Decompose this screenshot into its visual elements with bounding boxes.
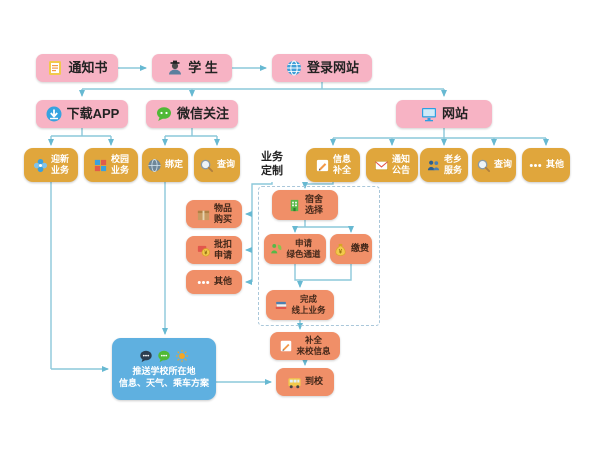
green-person-icon — [269, 242, 283, 256]
node-notification: 通知书 — [36, 54, 118, 82]
node-download-app: 下载APP — [36, 100, 128, 128]
node-label: 查询 — [493, 159, 512, 170]
node-label: 完成 线上业务 — [291, 294, 326, 315]
node-label: 到校 — [304, 376, 323, 387]
node-login-website: 登录网站 — [272, 54, 372, 82]
payment-icon: ¥ — [196, 243, 211, 258]
monitor-icon — [420, 105, 438, 123]
pencil-icon — [279, 339, 293, 353]
download-app-icon — [45, 105, 63, 123]
node-label: 查询 — [216, 159, 235, 170]
chat-dark-icon — [139, 349, 153, 363]
bus-icon — [287, 375, 302, 390]
node-query-website: 查询 — [472, 148, 516, 182]
svg-text:¥: ¥ — [339, 248, 343, 255]
dots-icon — [528, 158, 543, 173]
node-complete-online: 完成 线上业务 — [266, 290, 334, 320]
business-customization-region — [258, 186, 380, 326]
node-hometown-service: 老乡 服务 — [420, 148, 468, 182]
node-label: 信息 补全 — [332, 153, 351, 175]
wechat-icon — [155, 105, 173, 123]
push-info-icons — [139, 349, 189, 363]
node-purchase-items: 物品 购买 — [186, 200, 242, 228]
node-label: 批扣 申请 — [213, 238, 232, 260]
node-label: 其他 — [545, 159, 564, 170]
node-label: 微信关注 — [176, 105, 229, 121]
node-wechat-follow: 微信关注 — [146, 100, 238, 128]
node-label: 登录网站 — [306, 59, 359, 75]
node-arrival-info: 补全 来校信息 — [270, 332, 340, 360]
node-label: 老乡 服务 — [443, 153, 462, 175]
globe-gray-icon — [147, 158, 162, 173]
node-label: 缴费 — [350, 243, 369, 254]
node-pay-fees: ¥ 缴费 — [330, 234, 372, 264]
magnifier-icon — [199, 158, 214, 173]
node-student: 学 生 — [152, 54, 232, 82]
student-icon — [166, 59, 184, 77]
node-label: 业务 定制 — [261, 151, 283, 177]
node-label: 宿舍 选择 — [304, 193, 323, 215]
node-label: 绑定 — [164, 159, 183, 170]
sun-icon — [175, 349, 189, 363]
node-business-customization: 业务 定制 — [250, 150, 294, 180]
node-arrive-school: 到校 — [276, 368, 334, 396]
mail-icon — [374, 158, 389, 173]
node-campus-business: 校园 业务 — [84, 148, 138, 182]
node-label: 学 生 — [188, 59, 218, 75]
node-other-app: 其他 — [186, 270, 242, 294]
node-label: 推送学校所在地 信息、天气、乘车方案 — [118, 366, 209, 388]
people-icon — [426, 158, 441, 173]
node-label: 下载APP — [66, 105, 120, 121]
node-info-completion: 信息 补全 — [306, 148, 360, 182]
magnifier-icon — [476, 158, 491, 173]
books-icon — [274, 298, 288, 312]
blocks-icon — [93, 158, 108, 173]
svg-text:¥: ¥ — [204, 250, 208, 256]
node-label: 通知 公告 — [391, 153, 410, 175]
node-label: 申请 绿色通道 — [286, 238, 321, 259]
node-label: 迎新 业务 — [50, 153, 69, 175]
document-icon — [46, 59, 64, 77]
box-icon — [196, 207, 211, 222]
node-label: 通知书 — [68, 59, 108, 75]
node-query-wechat: 查询 — [194, 148, 240, 182]
node-other-website: 其他 — [522, 148, 570, 182]
node-batch-deduction: ¥ 批扣 申请 — [186, 236, 242, 264]
building-icon — [287, 198, 302, 213]
node-label: 网站 — [441, 105, 468, 121]
pinwheel-icon — [33, 158, 48, 173]
node-label: 校园 业务 — [110, 153, 129, 175]
node-label: 补全 来校信息 — [296, 335, 331, 356]
node-label: 其他 — [213, 276, 232, 287]
node-bind: 绑定 — [142, 148, 188, 182]
pencil-icon — [315, 158, 330, 173]
node-green-channel: 申请 绿色通道 — [264, 234, 326, 264]
node-website: 网站 — [396, 100, 492, 128]
globe-icon — [285, 59, 303, 77]
node-label: 物品 购买 — [213, 202, 232, 224]
node-notice: 通知 公告 — [366, 148, 418, 182]
node-dorm-selection: 宿舍 选择 — [272, 190, 338, 220]
node-push-info: 推送学校所在地 信息、天气、乘车方案 — [112, 338, 216, 400]
dots-icon — [196, 275, 211, 290]
node-welcome-business: 迎新 业务 — [24, 148, 78, 182]
chat-green-icon — [157, 349, 171, 363]
moneybag-icon: ¥ — [333, 242, 348, 257]
